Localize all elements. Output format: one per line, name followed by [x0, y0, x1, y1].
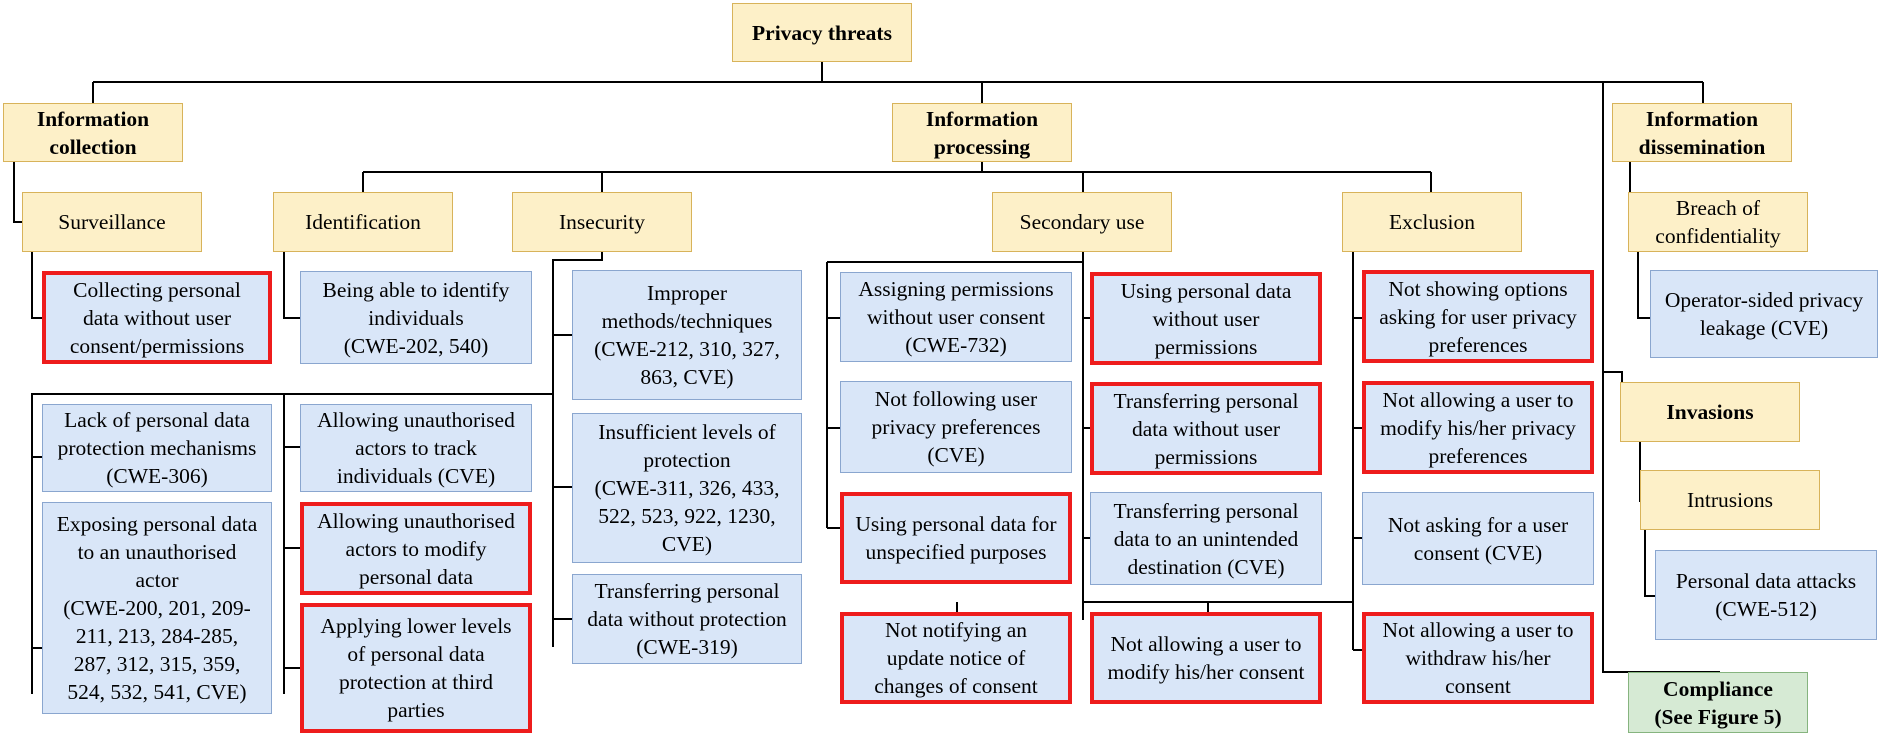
threat-transfer-unintended-destination: Transferring personal data to an uninten…: [1090, 492, 1322, 585]
threat-not-modify-preferences: Not allowing a user to modify his/her pr…: [1362, 381, 1594, 474]
category-information-collection: Information collection: [3, 103, 183, 162]
category-identification: Identification: [273, 192, 453, 252]
threat-transfer-without-permissions: Transferring personal data without user …: [1090, 382, 1322, 475]
category-intrusions: Intrusions: [1640, 470, 1820, 530]
category-exclusion: Exclusion: [1342, 192, 1522, 252]
privacy-threats-root: Privacy threats: [732, 3, 912, 62]
threat-not-notifying-update: Not notifying an update notice of change…: [840, 612, 1072, 704]
category-invasions: Invasions: [1620, 382, 1800, 442]
category-surveillance: Surveillance: [22, 192, 202, 252]
threat-not-withdraw-consent: Not allowing a user to withdraw his/her …: [1362, 612, 1594, 704]
threat-unspecified-purposes: Using personal data for unspecified purp…: [840, 492, 1072, 584]
threat-assigning-permissions: Assigning permissions without user conse…: [840, 272, 1072, 362]
category-secondary-use: Secondary use: [992, 192, 1172, 252]
threat-lack-protection-mechanisms: Lack of personal data protection mechani…: [42, 404, 272, 492]
category-information-processing: Information processing: [892, 103, 1072, 162]
threat-improper-methods: Improper methods/techniques (CWE-212, 31…: [572, 270, 802, 400]
threat-personal-data-attacks: Personal data attacks (CWE-512): [1655, 550, 1877, 640]
threat-insufficient-protection: Insufficient levels of protection (CWE-3…: [572, 413, 802, 563]
threat-lower-protection-third-parties: Applying lower levels of personal data p…: [300, 603, 532, 733]
threat-operator-sided-leakage: Operator-sided privacy leakage (CVE): [1650, 270, 1878, 358]
threat-not-modify-consent: Not allowing a user to modify his/her co…: [1090, 612, 1322, 704]
threat-exposing-personal-data: Exposing personal data to an unauthorise…: [42, 502, 272, 714]
threat-using-without-permissions: Using personal data without user permiss…: [1090, 272, 1322, 365]
threat-not-asking-consent: Not asking for a user consent (CVE): [1362, 492, 1594, 585]
threat-collecting-personal-data: Collecting personal data without user co…: [42, 271, 272, 364]
category-insecurity: Insecurity: [512, 192, 692, 252]
threat-transfer-without-protection: Transferring personal data without prote…: [572, 574, 802, 664]
category-compliance: Compliance (See Figure 5): [1628, 672, 1808, 733]
threat-modify-personal-data: Allowing unauthorised actors to modify p…: [300, 502, 532, 595]
category-breach-of-confidentiality: Breach of confidentiality: [1628, 192, 1808, 252]
threat-not-following-preferences: Not following user privacy preferences (…: [840, 381, 1072, 473]
threat-identify-individuals: Being able to identify individuals (CWE-…: [300, 271, 532, 364]
category-information-dissemination: Information dissemination: [1612, 103, 1792, 162]
threat-not-showing-options: Not showing options asking for user priv…: [1362, 270, 1594, 363]
threat-track-individuals: Allowing unauthorised actors to track in…: [300, 404, 532, 492]
